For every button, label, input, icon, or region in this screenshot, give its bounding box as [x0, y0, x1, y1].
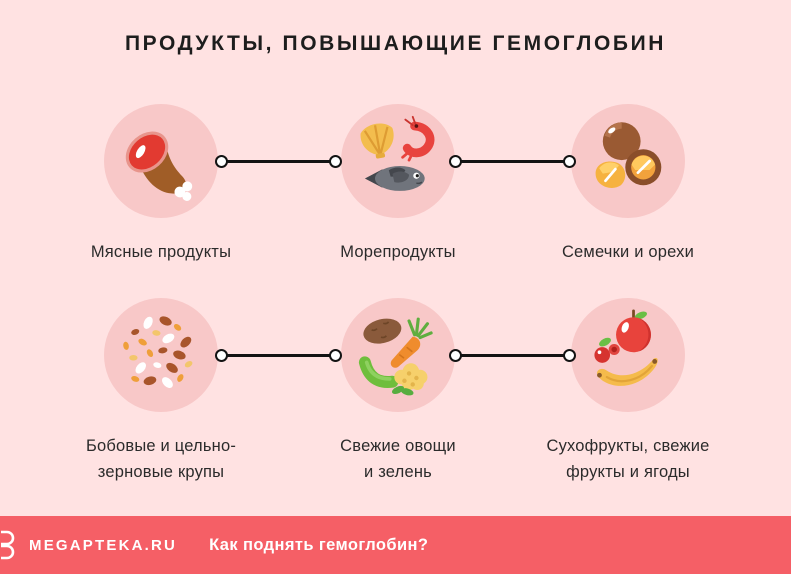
seafood-icon: [360, 115, 435, 191]
connector-node: [215, 349, 228, 362]
food-item-label: Семечки и орехи: [561, 243, 695, 261]
food-item-fruits: Сухофрукты, свежие фрукты и ягоды: [508, 298, 748, 485]
megapteka-logo-icon: [1, 530, 15, 560]
connector-node: [215, 155, 228, 168]
vegetables-icon: [358, 317, 433, 396]
food-item-label: Бобовые и цельно- зерновые крупы: [85, 437, 237, 481]
nuts-icon: [595, 122, 662, 188]
food-item-label: Сухофрукты, свежие фрукты и ягоды: [546, 437, 710, 481]
connector-segment: [221, 160, 336, 163]
food-circle: [104, 298, 218, 412]
connector-line: [449, 349, 576, 362]
footer-question: Как поднять гемоглобин?: [209, 535, 429, 554]
connector-segment: [455, 354, 570, 357]
food-item-vegetables: Свежие овощи и зелень: [278, 298, 518, 485]
connector-segment: [455, 160, 570, 163]
food-item-legumes: Бобовые и цельно- зерновые крупы: [41, 298, 281, 485]
food-circle: [571, 104, 685, 218]
connector-node: [563, 349, 576, 362]
connector-line: [215, 155, 342, 168]
connector-line: [449, 155, 576, 168]
food-item-nuts: Семечки и орехи: [508, 104, 748, 265]
footer-bar: MEGAPTEKA.RU Как поднять гемоглобин?: [0, 516, 791, 574]
connector-line: [215, 349, 342, 362]
connector-node: [563, 155, 576, 168]
page-title: ПРОДУКТЫ, ПОВЫШАЮЩИЕ ГЕМОГЛОБИН: [124, 32, 667, 55]
food-circle: [571, 298, 685, 412]
connector-node: [329, 155, 342, 168]
meat-icon: [125, 131, 193, 201]
food-circle: [341, 104, 455, 218]
connector-node: [449, 155, 462, 168]
connector-segment: [221, 354, 336, 357]
food-circle: [104, 104, 218, 218]
food-item-label: Морепродукты: [340, 243, 456, 261]
food-item-label: Свежие овощи и зелень: [340, 437, 456, 481]
food-item-seafood: Морепродукты: [278, 104, 518, 265]
fruits-icon: [594, 309, 658, 386]
brand-name: MEGAPTEKA.RU: [29, 536, 178, 554]
food-circle: [341, 298, 455, 412]
connector-node: [329, 349, 342, 362]
legumes-icon: [123, 316, 193, 389]
connector-node: [449, 349, 462, 362]
food-item-meat: Мясные продукты: [41, 104, 281, 265]
food-item-label: Мясные продукты: [90, 243, 232, 261]
